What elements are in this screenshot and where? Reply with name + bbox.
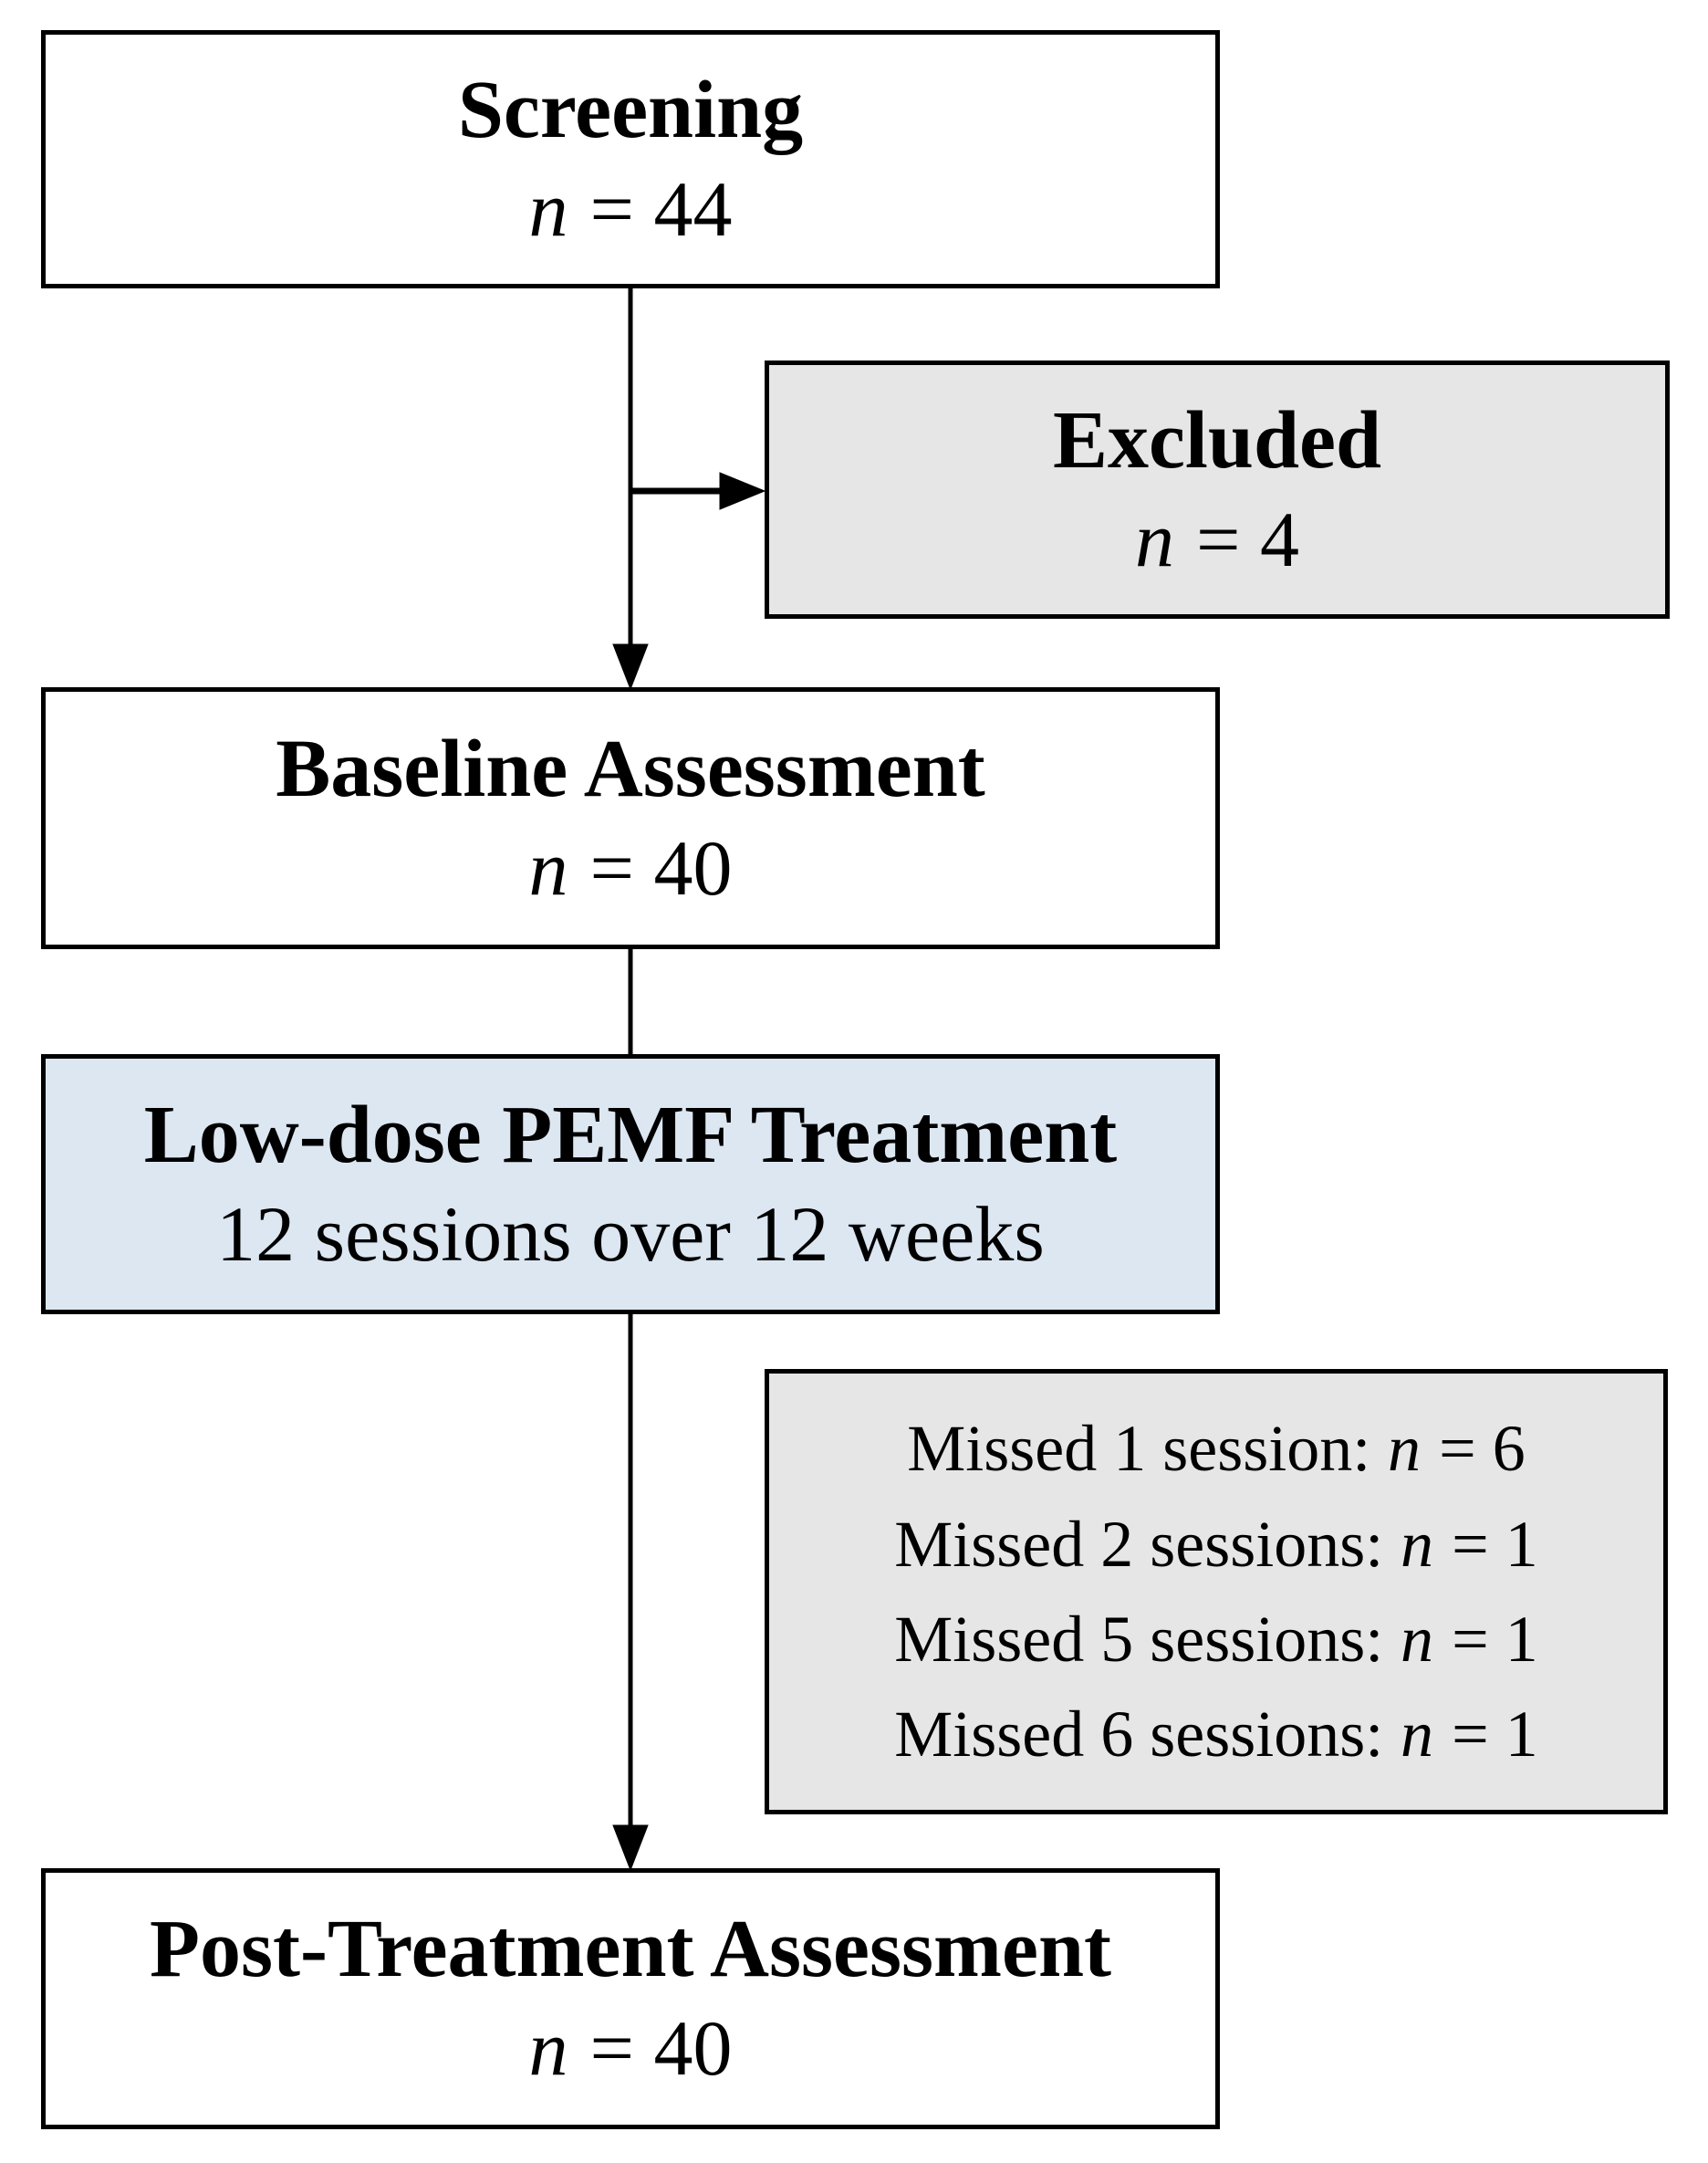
n-value: = 1 <box>1452 1507 1538 1581</box>
n-symbol: n <box>1401 1603 1433 1676</box>
n-symbol: n <box>528 823 568 912</box>
missed-prefix: Missed 1 session: <box>907 1412 1371 1486</box>
treatment-title: Low-dose PEMF Treatment <box>143 1089 1118 1180</box>
n-symbol: n <box>1134 495 1174 583</box>
baseline-assessment-box: Baseline Assessment n= 40 <box>41 687 1220 949</box>
n-symbol: n <box>1388 1412 1421 1486</box>
excluded-count: n= 4 <box>1135 491 1299 590</box>
n-value: = 40 <box>589 823 733 912</box>
excluded-title: Excluded <box>1052 394 1382 486</box>
excluded-box: Excluded n= 4 <box>765 360 1670 619</box>
post-count: n= 40 <box>528 2000 732 2098</box>
arrowhead-into-post <box>612 1824 649 1872</box>
post-treatment-box: Post-Treatment Assessment n= 40 <box>41 1868 1220 2129</box>
missed-prefix: Missed 6 sessions: <box>894 1698 1384 1771</box>
arrowhead-into-baseline <box>612 643 649 691</box>
missed-line: Missed 2 sessions:n = 1 <box>894 1497 1538 1592</box>
post-title: Post-Treatment Assessment <box>150 1904 1111 1995</box>
missed-line: Missed 5 sessions:n = 1 <box>894 1592 1538 1687</box>
n-value: = 40 <box>589 2004 733 2093</box>
n-value: = 4 <box>1196 495 1300 583</box>
n-symbol: n <box>1401 1507 1433 1581</box>
missed-line: Missed 6 sessions:n = 1 <box>894 1687 1538 1782</box>
treatment-box: Low-dose PEMF Treatment 12 sessions over… <box>41 1054 1220 1314</box>
n-value: = 44 <box>589 164 733 253</box>
screening-box: Screening n= 44 <box>41 30 1220 288</box>
baseline-title: Baseline Assessment <box>276 723 985 814</box>
n-symbol: n <box>528 164 568 253</box>
n-value: = 1 <box>1452 1603 1538 1676</box>
screening-count: n= 44 <box>528 161 732 259</box>
n-value: = 6 <box>1439 1412 1526 1486</box>
baseline-count: n= 40 <box>528 820 732 918</box>
treatment-subtitle: 12 sessions over 12 weeks <box>216 1189 1045 1278</box>
n-symbol: n <box>1401 1698 1433 1771</box>
missed-prefix: Missed 5 sessions: <box>894 1603 1384 1676</box>
missed-sessions-box: Missed 1 session:n= 6 Missed 2 sessions:… <box>765 1369 1668 1814</box>
missed-prefix: Missed 2 sessions: <box>894 1507 1384 1581</box>
arrowhead-into-excluded <box>719 472 766 510</box>
n-value: = 1 <box>1452 1698 1538 1771</box>
screening-title: Screening <box>457 64 804 155</box>
n-symbol: n <box>528 2004 568 2093</box>
missed-line: Missed 1 session:n= 6 <box>907 1401 1526 1496</box>
